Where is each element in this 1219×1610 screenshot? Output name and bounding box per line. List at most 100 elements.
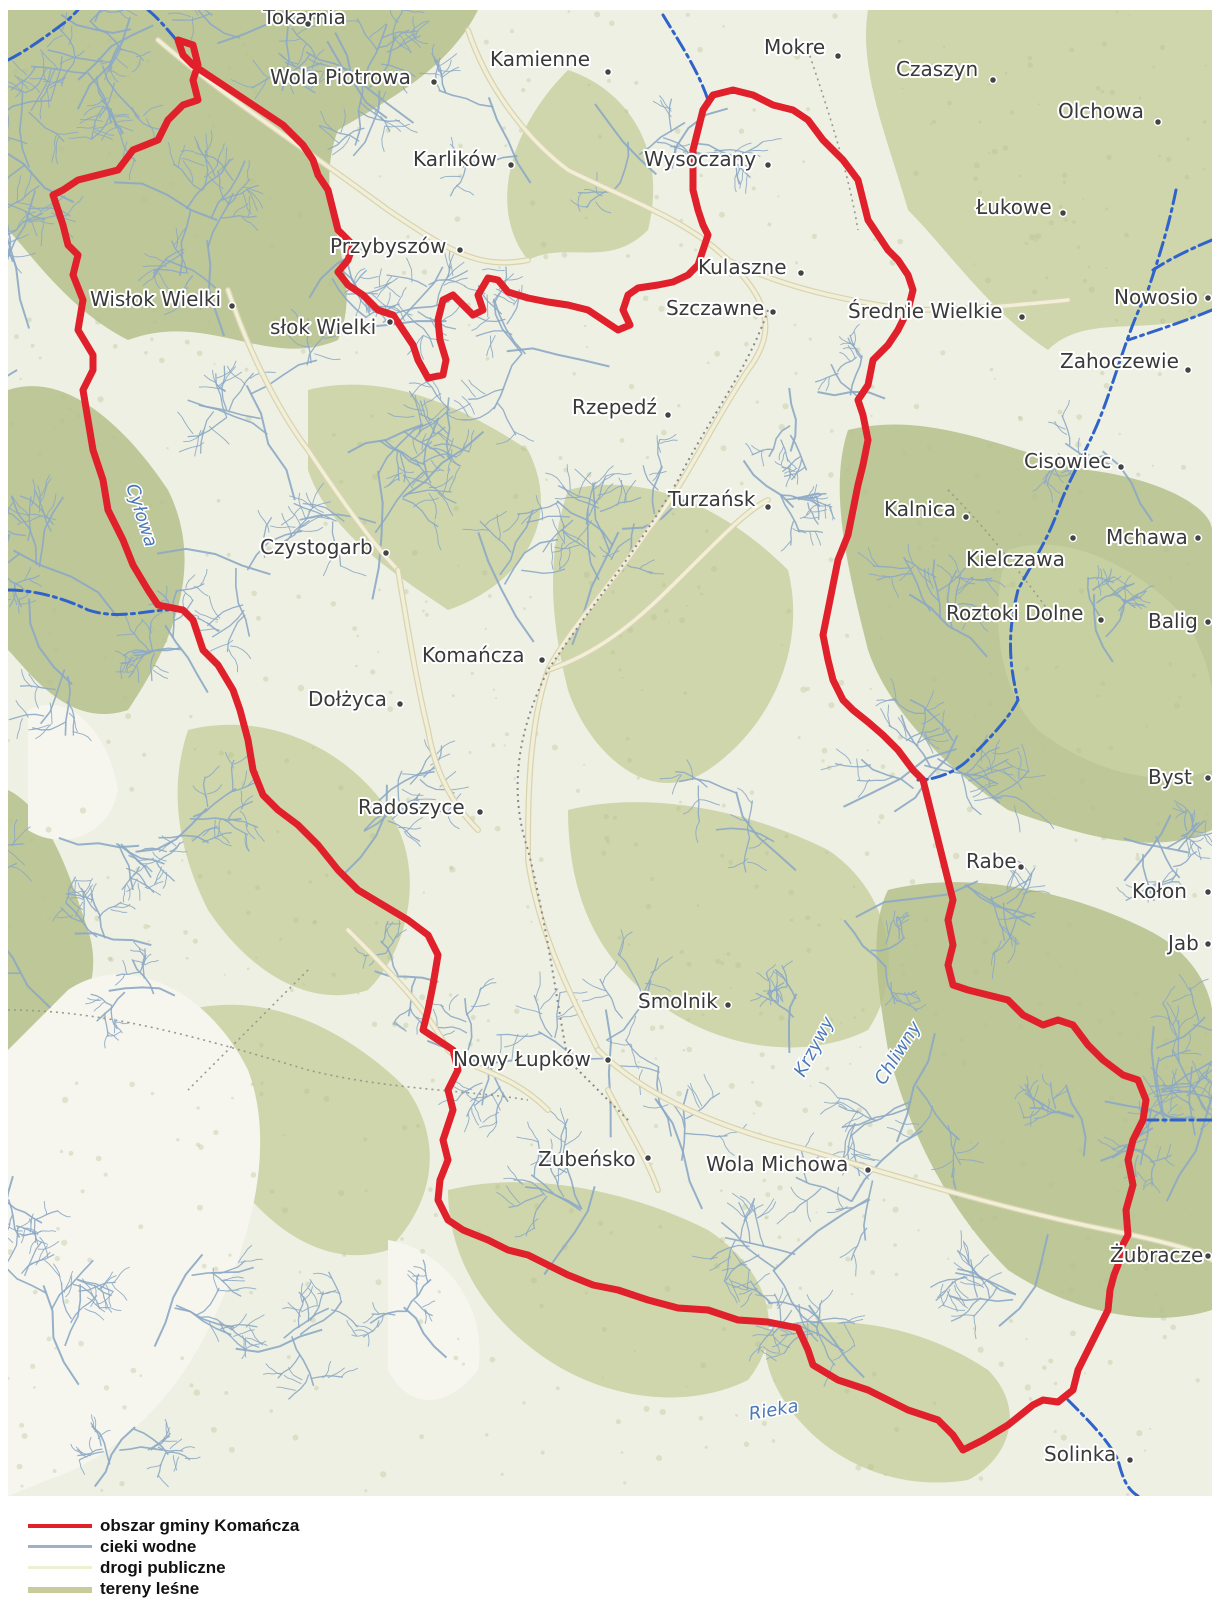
stream — [605, 1039, 632, 1046]
terrain-texture — [166, 308, 172, 313]
stream — [217, 828, 230, 844]
terrain-texture — [933, 536, 939, 542]
stream — [576, 520, 593, 543]
terrain-texture — [989, 672, 993, 675]
stream — [391, 792, 421, 820]
stream — [83, 877, 94, 894]
terrain-texture — [697, 585, 701, 590]
stream — [785, 473, 791, 488]
terrain-texture — [1173, 702, 1181, 709]
settlement-marker — [537, 655, 547, 665]
terrain-texture — [991, 148, 998, 155]
stream — [244, 833, 250, 852]
stream — [1043, 457, 1061, 485]
terrain-texture — [696, 904, 700, 907]
stream — [8, 203, 46, 221]
stream — [319, 110, 336, 133]
stream — [239, 810, 249, 828]
stream — [594, 103, 657, 176]
stream — [832, 1345, 855, 1361]
stream — [205, 765, 220, 779]
stream — [1183, 807, 1188, 832]
stream — [124, 654, 133, 672]
stream — [386, 472, 403, 480]
stream — [1206, 1106, 1212, 1111]
legend-item-boundary: obszar gminy Komańcza — [28, 1515, 628, 1536]
stream — [205, 133, 209, 158]
stream — [387, 412, 415, 418]
stream — [860, 758, 914, 790]
stream — [990, 739, 1001, 767]
terrain-texture — [806, 947, 812, 954]
stream — [221, 1276, 244, 1281]
terrain-texture — [973, 473, 981, 480]
stream — [841, 1115, 864, 1129]
stream — [384, 292, 391, 311]
stream — [436, 740, 456, 755]
stream — [218, 371, 243, 387]
stream — [34, 724, 52, 740]
stream — [1155, 1057, 1164, 1113]
stream — [405, 816, 424, 833]
stream — [23, 1241, 43, 1277]
terrain-texture — [424, 612, 430, 617]
stream — [732, 1281, 752, 1288]
terrain-texture — [269, 1409, 274, 1413]
place-label-bystre: Byst — [1148, 765, 1192, 789]
terrain-texture — [711, 565, 718, 572]
terrain-texture — [633, 1350, 636, 1353]
terrain-texture — [584, 216, 588, 220]
stream — [557, 1161, 560, 1185]
stream — [471, 1107, 480, 1126]
terrain-texture — [606, 839, 611, 844]
stream — [141, 953, 152, 966]
terrain-texture — [935, 770, 941, 775]
terrain-texture — [1018, 1024, 1024, 1030]
terrain-texture — [1189, 308, 1193, 313]
stream — [486, 294, 489, 318]
stream — [539, 988, 559, 1010]
stream — [396, 287, 407, 305]
stream — [809, 495, 833, 508]
stream — [1149, 1154, 1172, 1163]
stream — [150, 1432, 171, 1451]
terrain-texture — [634, 842, 639, 847]
stream — [28, 220, 55, 225]
terrain-texture — [735, 962, 742, 969]
terrain-texture — [667, 621, 670, 624]
stream — [602, 550, 620, 558]
terrain-texture — [1074, 969, 1077, 972]
stream — [411, 473, 425, 486]
terrain-texture — [597, 134, 602, 139]
terrain-texture — [644, 158, 648, 161]
stream — [431, 378, 442, 400]
terrain-texture — [966, 806, 973, 813]
stream — [496, 1191, 515, 1206]
terrain-texture — [296, 594, 302, 599]
stream — [39, 1236, 49, 1259]
stream — [389, 10, 399, 23]
stream — [184, 296, 202, 310]
stream — [508, 1193, 544, 1209]
stream — [436, 431, 450, 445]
stream — [642, 465, 659, 491]
stream — [737, 787, 753, 804]
terrain-texture — [148, 503, 153, 508]
stream — [330, 1309, 359, 1328]
stream — [142, 104, 164, 117]
terrain-texture — [979, 1218, 983, 1223]
terrain-texture — [1000, 1140, 1005, 1146]
settlement-marker — [506, 160, 516, 170]
stream — [902, 556, 932, 612]
stream — [283, 1374, 302, 1385]
stream — [8, 849, 25, 866]
stream — [362, 1313, 375, 1324]
stream — [521, 506, 542, 525]
stream — [402, 430, 485, 499]
stream — [363, 797, 419, 833]
terrain-texture — [658, 1224, 663, 1229]
stream — [246, 189, 259, 212]
terrain-texture — [100, 613, 103, 616]
